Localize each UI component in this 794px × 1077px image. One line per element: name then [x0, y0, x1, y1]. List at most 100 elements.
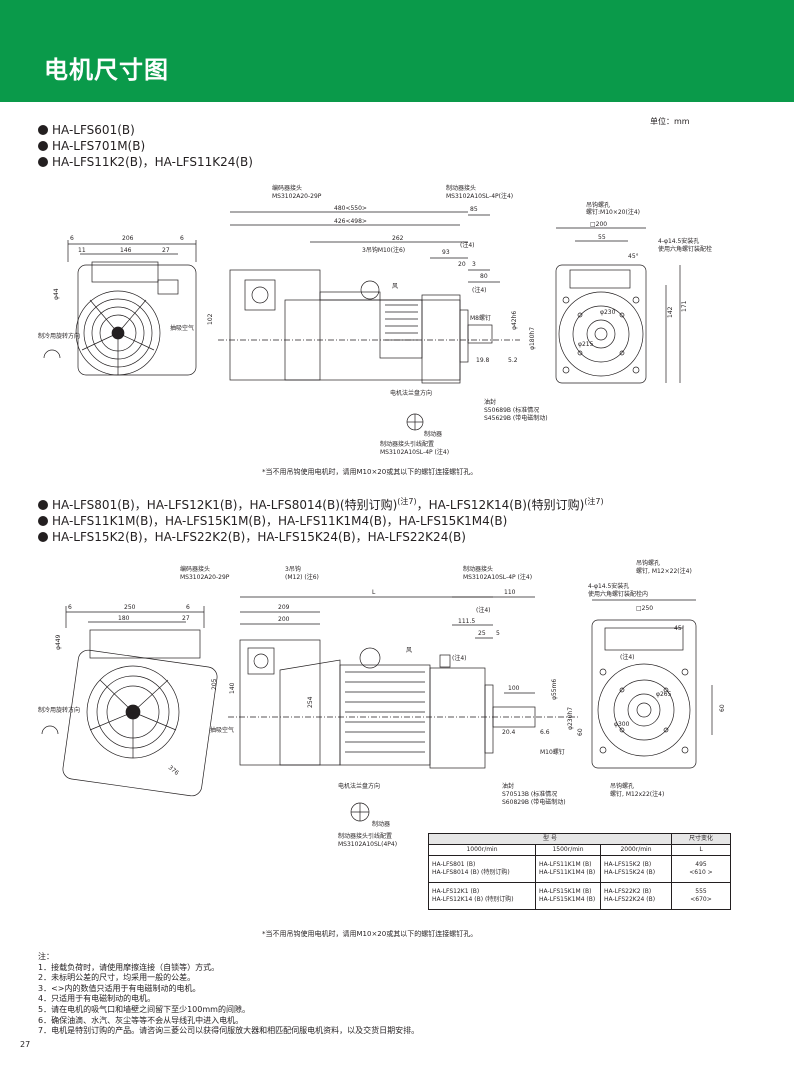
svg-text:(注4): (注4): [620, 653, 635, 661]
svg-text:吊钩螺孔: 吊钩螺孔: [610, 782, 634, 790]
side-view-1: [218, 211, 520, 384]
table-header-speed: 2000r/min: [600, 844, 672, 856]
svg-text:MS3102A20-29P: MS3102A20-29P: [272, 193, 322, 200]
svg-text:3: 3: [472, 261, 476, 268]
svg-text:4-φ14.5安装孔: 4-φ14.5安装孔: [588, 582, 629, 590]
notes-block: 注： 1．接载负荷时，请使用摩擦连接（自锁等）方式。 2．未标明公差的尺寸，均采…: [38, 952, 419, 1037]
bullet-icon: [38, 125, 48, 135]
svg-text:螺钉:M10×20(注4): 螺钉:M10×20(注4): [586, 208, 640, 216]
svg-text:3吊钩M10(注6): 3吊钩M10(注6): [362, 246, 405, 254]
svg-text:(注4): (注4): [472, 286, 487, 294]
svg-text:S70513B (标准情况: S70513B (标准情况: [502, 790, 557, 798]
svg-text:25: 25: [478, 630, 486, 637]
svg-text:螺钉, M12x22(注4): 螺钉, M12x22(注4): [610, 790, 664, 798]
brake-connector-symbol: [406, 413, 424, 431]
svg-text:S60829B (带电磁制动): S60829B (带电磁制动): [502, 798, 566, 806]
svg-text:制冷用旋转方向: 制冷用旋转方向: [38, 706, 80, 714]
svg-text:φ215: φ215: [578, 341, 594, 348]
svg-text:4-φ14.5安装孔: 4-φ14.5安装孔: [658, 237, 699, 245]
svg-text:MS3102A10SL(4P4): MS3102A10SL(4P4): [338, 841, 397, 848]
svg-text:110: 110: [504, 589, 516, 596]
svg-text:180: 180: [118, 615, 130, 622]
svg-text:111.5: 111.5: [458, 618, 475, 625]
front-view-1: [67, 240, 197, 376]
page-number: 27: [20, 1040, 31, 1049]
page-title: 电机尺寸图: [44, 56, 169, 84]
svg-text:风: 风: [406, 647, 412, 654]
svg-text:风: 风: [392, 283, 398, 290]
table-header-speed: 1500r/min: [535, 844, 601, 856]
svg-text:油封: 油封: [484, 398, 496, 406]
model-item: HA-LFS801(B)，HA-LFS12K1(B)，HA-LFS8014(B)…: [38, 494, 604, 513]
svg-text:5: 5: [496, 630, 500, 637]
svg-text:螺钉, M12×22(注4): 螺钉, M12×22(注4): [636, 567, 692, 575]
svg-text:200: 200: [278, 616, 290, 623]
svg-text:制动器: 制动器: [372, 820, 390, 828]
footnote-1: *当不用吊钩使用电机时，请用M10×20或其以下的螺钉连接螺钉孔。: [262, 468, 478, 476]
svg-text:编码器接头: 编码器接头: [180, 565, 210, 573]
note-item: 6．确保油滴、水汽、灰尘等等不会从导线孔中进入电机。: [38, 1015, 244, 1025]
bullet-icon: [38, 141, 48, 151]
svg-text:102: 102: [207, 313, 214, 325]
svg-text:55: 55: [598, 234, 606, 241]
footnote-2: *当不用吊钩使用电机时，请用M10×20或其以下的螺钉连接螺钉孔。: [262, 930, 478, 938]
svg-text:60: 60: [577, 728, 584, 736]
svg-text:MS3102A10SL-4P (注4): MS3102A10SL-4P (注4): [380, 448, 449, 456]
svg-text:6.6: 6.6: [540, 729, 550, 736]
note-item: 4．只适用于有电磁制动的电机。: [38, 994, 156, 1004]
svg-text:(注4): (注4): [476, 606, 491, 614]
svg-text:45°: 45°: [628, 253, 639, 260]
note-item: 5．请在电机的吸气口和墙壁之间留下至少100mm的间隙。: [38, 1004, 250, 1014]
table-row: HA-LFS801 (B)HA-LFS8014 (B) (特别订购) HA-LF…: [428, 855, 731, 883]
svg-text:□200: □200: [590, 221, 607, 228]
svg-text:使用六角螺钉装配栓: 使用六角螺钉装配栓: [658, 245, 712, 253]
flange-view-2: [591, 599, 713, 769]
svg-text:209: 209: [278, 604, 290, 611]
svg-text:吊钩螺孔: 吊钩螺孔: [586, 201, 610, 209]
svg-text:60: 60: [719, 704, 726, 712]
brake-connector-symbol: [350, 802, 370, 822]
table-row: HA-LFS12K1 (B)HA-LFS12K14 (B) (特别订购) HA-…: [428, 882, 731, 910]
svg-text:L: L: [372, 589, 376, 596]
svg-text:3吊钩: 3吊钩: [285, 565, 301, 573]
svg-text:250: 250: [124, 604, 136, 611]
svg-text:吊钩螺孔: 吊钩螺孔: [636, 559, 660, 567]
svg-text:S45629B (带电磁制动): S45629B (带电磁制动): [484, 414, 548, 422]
svg-text:M10螺钉: M10螺钉: [540, 748, 565, 756]
svg-text:80: 80: [480, 273, 488, 280]
table-header-L: L: [671, 844, 731, 856]
size-table: 型 号 尺寸变化 1000r/min 1500r/min 2000r/min L…: [428, 833, 731, 910]
svg-text:45°: 45°: [674, 625, 685, 632]
svg-text:(M12) (注6): (M12) (注6): [285, 573, 319, 581]
svg-text:φ449: φ449: [55, 634, 62, 650]
note-item: 2．未标明公差的尺寸，均采用一般的公差。: [38, 973, 196, 983]
svg-text:11: 11: [78, 247, 86, 254]
svg-text:6: 6: [180, 235, 184, 242]
svg-text:MS3102A10SL-4P(注4): MS3102A10SL-4P(注4): [446, 192, 513, 200]
page-header-band: 电机尺寸图: [0, 0, 794, 102]
svg-text:MS3102A20-29P: MS3102A20-29P: [180, 574, 230, 581]
side-view-2: [228, 596, 580, 769]
table-header-speed: 1000r/min: [428, 844, 536, 856]
svg-text:φ230: φ230: [600, 309, 616, 316]
svg-text:编码器接头: 编码器接头: [272, 184, 302, 192]
svg-text:φ55m6: φ55m6: [551, 679, 558, 700]
table-header-size: 尺寸变化: [671, 833, 731, 845]
svg-text:140: 140: [229, 682, 236, 694]
svg-text:93: 93: [442, 249, 450, 256]
svg-text:(注4): (注4): [460, 241, 475, 249]
bullet-icon: [38, 157, 48, 167]
svg-text:使用六角螺钉装配栓内: 使用六角螺钉装配栓内: [588, 590, 648, 598]
svg-text:376: 376: [167, 764, 180, 777]
model-item: HA-LFS15K2(B)，HA-LFS22K2(B)，HA-LFS15K24(…: [38, 529, 604, 545]
model-item: HA-LFS701M(B): [38, 138, 253, 154]
svg-text:MS3102A10SL-4P (注4): MS3102A10SL-4P (注4): [463, 573, 532, 581]
svg-text:(注4): (注4): [452, 654, 467, 662]
svg-text:100: 100: [508, 685, 520, 692]
svg-text:□250: □250: [636, 605, 653, 612]
svg-text:制动器接头引线配置: 制动器接头引线配置: [338, 832, 392, 840]
svg-text:6: 6: [68, 604, 72, 611]
model-item: HA-LFS11K2(B)，HA-LFS11K24(B): [38, 154, 253, 170]
svg-text:φ265: φ265: [656, 691, 672, 698]
svg-text:制动器接头: 制动器接头: [463, 565, 493, 573]
